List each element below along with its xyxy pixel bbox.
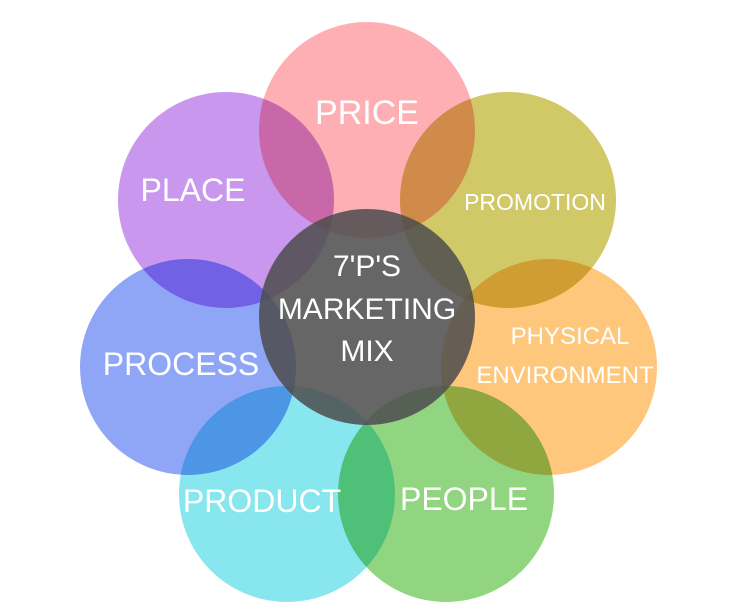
petal-circles bbox=[80, 22, 657, 602]
center-circle bbox=[259, 209, 475, 425]
center-title-line-1: 7'P'S bbox=[333, 250, 401, 283]
process-label: PROCESS bbox=[103, 346, 259, 382]
physical-label-line-2: ENVIRONMENT bbox=[476, 362, 654, 389]
process-circle bbox=[80, 259, 296, 475]
center-title-line-2: MARKETING bbox=[278, 293, 456, 326]
people-label: PEOPLE bbox=[400, 481, 528, 517]
promotion-label: PROMOTION bbox=[464, 189, 606, 215]
physical-label-line-1: PHYSICAL bbox=[511, 323, 630, 350]
people-circle bbox=[338, 386, 554, 602]
center-title: 7'P'S MARKETING MIX bbox=[278, 250, 456, 368]
center-title-line-3: MIX bbox=[340, 335, 393, 368]
petal-labels: PRICE PROMOTION PHYSICAL ENVIRONMENT PEO… bbox=[103, 94, 654, 519]
price-label: PRICE bbox=[315, 94, 419, 132]
product-label: PRODUCT bbox=[183, 483, 341, 519]
place-label: PLACE bbox=[141, 172, 246, 208]
